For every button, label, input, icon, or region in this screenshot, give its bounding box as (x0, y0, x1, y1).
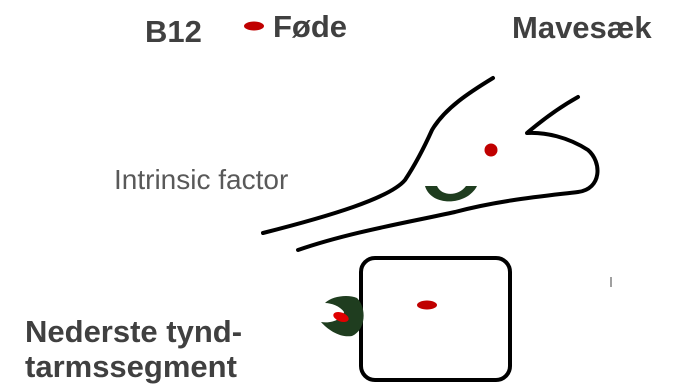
stomach-label: Mavesæk (512, 10, 652, 45)
intrinsic-factor-stomach-icon (425, 186, 477, 202)
stomach-lower-wall (296, 95, 600, 252)
food-label: Føde (273, 9, 348, 44)
b12-legend-particle-icon (244, 21, 264, 31)
small-intestine-segment (359, 256, 512, 382)
b12-stomach-particle-icon (484, 143, 498, 157)
b12-label: B12 (145, 14, 202, 49)
small-intestine-label-line1: Nederste tynd- (25, 314, 243, 349)
b12-intestine-particle-icon (417, 300, 437, 310)
intrinsic-factor-label: Intrinsic factor (114, 164, 289, 195)
b12-receptor-particle-icon (333, 311, 349, 323)
stomach-upper-wall (261, 76, 495, 235)
small-intestine-label: Nederste tynd- tarmssegment (25, 314, 325, 384)
small-intestine-label-line2: tarmssegment (25, 349, 237, 384)
